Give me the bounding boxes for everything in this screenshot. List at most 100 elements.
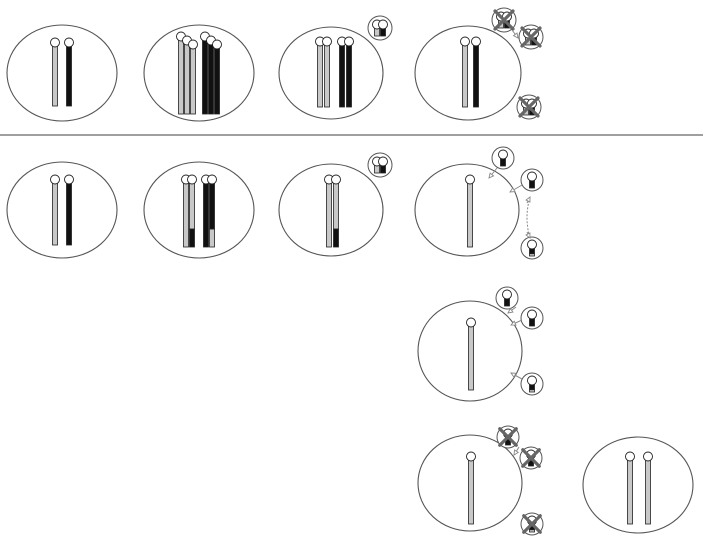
movement-arrow-icon — [525, 231, 531, 239]
arrow-head — [525, 196, 531, 203]
centromere — [527, 309, 537, 320]
movement-arrow-icon — [525, 196, 531, 204]
centromere — [188, 39, 198, 50]
polar-body — [495, 286, 519, 310]
chromosome-arm — [202, 39, 208, 115]
centromere — [344, 36, 354, 47]
chromosome-arm — [468, 325, 474, 391]
chromosome-arm — [183, 182, 189, 248]
polar-body — [367, 152, 393, 178]
chromosome-arm — [346, 44, 352, 108]
chromosome-arm — [326, 182, 332, 248]
cell-membrane — [414, 163, 520, 257]
cell-membrane — [417, 300, 523, 402]
chromosome — [527, 309, 537, 327]
chromosome-arm — [645, 459, 651, 525]
cell-membrane — [6, 161, 118, 259]
chromosome-arm — [178, 39, 184, 115]
movement-arrow-icon — [510, 319, 523, 326]
movement-arrow-icon — [513, 446, 520, 456]
chromosome — [331, 174, 341, 248]
arrow-head — [525, 232, 531, 239]
chromosome — [322, 36, 332, 108]
arrow-head — [510, 372, 517, 378]
chromosome — [50, 37, 60, 107]
movement-arrow-icon — [510, 372, 523, 380]
chromosome-arm — [190, 47, 196, 115]
centromere — [207, 174, 217, 185]
chromosome-arm — [52, 182, 58, 246]
chromosome-arm — [66, 182, 72, 246]
cell-membrane — [582, 436, 694, 534]
cell-membrane — [278, 163, 384, 257]
chromosome-arm — [627, 459, 633, 525]
centromere — [466, 451, 476, 462]
arrow-shaft — [526, 231, 531, 239]
chromosome-arm — [208, 43, 214, 115]
centromere — [378, 156, 388, 167]
arrow-head — [509, 187, 516, 193]
cell-membrane — [6, 24, 118, 122]
degenerate-cross-icon — [522, 514, 542, 534]
chromosome — [527, 171, 537, 189]
chromosome — [64, 174, 74, 246]
chromosome — [378, 156, 388, 174]
centromere — [331, 174, 341, 185]
chromosome-arm — [214, 47, 220, 115]
chromosome-arm-exchanged — [529, 389, 535, 393]
degenerate-cross-icon — [498, 427, 518, 447]
chromosome — [324, 174, 334, 248]
chromosome — [64, 37, 74, 107]
chromosome — [188, 39, 198, 115]
chromosome — [50, 174, 60, 246]
degenerate-cross-icon — [520, 26, 542, 48]
degenerate-cross-icon — [521, 448, 541, 468]
chromosome-arm — [473, 44, 479, 108]
polar-body — [519, 446, 543, 470]
cell-membrane — [414, 25, 522, 121]
chromosome-arm-exchanged — [333, 228, 339, 248]
centromere — [498, 149, 508, 160]
centromere — [643, 451, 653, 462]
movement-arrow-icon — [511, 29, 519, 39]
centromere — [502, 289, 512, 300]
centromere — [466, 317, 476, 328]
chromosome — [344, 36, 354, 108]
polar-body — [518, 24, 544, 50]
chromosome-arm — [462, 44, 468, 108]
chromosome — [498, 149, 508, 167]
chromosome — [625, 451, 635, 525]
chromosome — [465, 174, 475, 248]
polar-body — [496, 425, 520, 449]
polar-body — [520, 512, 544, 536]
arrow-head — [512, 32, 519, 39]
degenerate-cross-icon — [493, 9, 515, 31]
chromosome-arm-exchanged — [209, 228, 215, 248]
arrow-head — [510, 320, 517, 326]
movement-arrow-icon — [507, 306, 517, 314]
centromere — [378, 19, 388, 30]
chromosome — [643, 451, 653, 525]
chromosome-arm — [317, 44, 323, 108]
polar-body — [491, 146, 515, 170]
arrow-shaft — [526, 196, 531, 204]
movement-arrow-icon — [488, 167, 498, 179]
chromosome — [502, 289, 512, 307]
chromosome-arm — [333, 182, 339, 230]
movement-arrow-icon — [509, 184, 523, 193]
centromere — [625, 451, 635, 462]
chromosome — [460, 36, 470, 108]
arrow-head — [488, 172, 495, 179]
chromosome-arm — [468, 459, 474, 525]
chromosome — [187, 174, 197, 248]
chromosome-arm — [52, 45, 58, 107]
polar-body — [520, 236, 544, 260]
centromere — [50, 174, 60, 185]
cell-membrane — [417, 434, 523, 532]
chromosome — [181, 174, 191, 248]
chromosome-arm — [189, 182, 195, 230]
chromosome-arm — [203, 182, 209, 248]
chromosome-arm — [339, 44, 345, 108]
chromosome — [212, 39, 222, 115]
chromosome — [527, 375, 537, 393]
